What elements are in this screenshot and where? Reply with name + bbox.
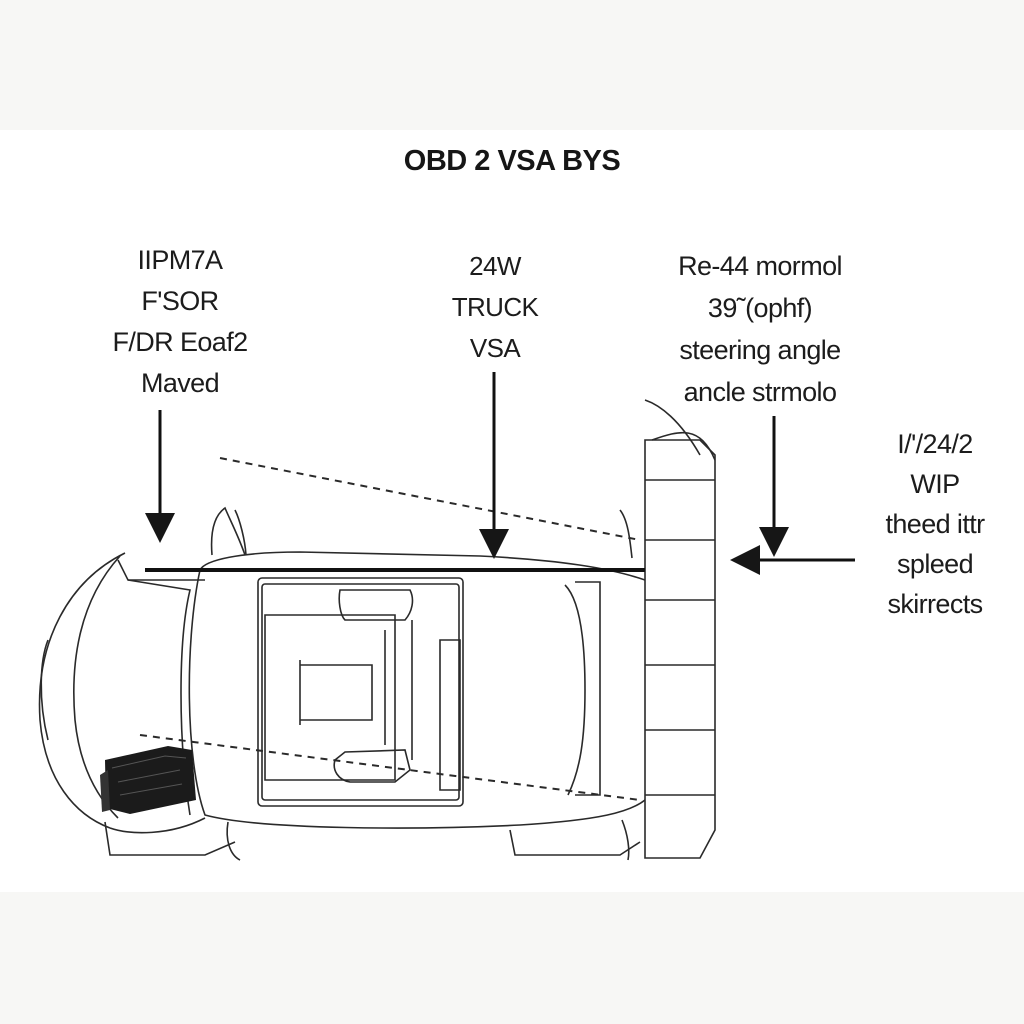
label-far-right: I/'/24/2 WIP theed ittr spleed skirrects <box>850 424 1020 624</box>
label-middle-line: VSA <box>469 333 521 363</box>
label-right: Re-44 mormol 39˜(ophf) steering angle an… <box>640 245 880 413</box>
label-far-right-line: theed ittr <box>885 509 985 539</box>
label-right-line: Re-44 mormol <box>678 251 842 281</box>
obd-port-icon <box>100 746 196 814</box>
label-far-right-line: spleed <box>897 549 974 579</box>
label-far-right-line: skirrects <box>887 589 983 619</box>
label-left-line: F'SOR <box>141 286 219 316</box>
label-right-line: ancle strmolo <box>683 377 837 407</box>
diagram-title: OBD 2 VSA BYS <box>403 145 621 177</box>
label-middle-line: TRUCK <box>451 292 539 322</box>
bottom-band <box>0 892 1024 1024</box>
label-left-line: Maved <box>140 368 220 398</box>
label-left-line: IIPM7A <box>137 245 224 275</box>
label-far-right-line: WIP <box>910 469 960 499</box>
top-band <box>0 0 1024 130</box>
label-left: IIPM7A F'SOR F/DR Eoaf2 Maved <box>80 240 280 404</box>
pointer-arrows <box>145 372 855 575</box>
label-far-right-line: I/'/24/2 <box>897 429 973 459</box>
sensor-dashed-lines <box>139 457 641 801</box>
label-right-line: steering angle <box>679 335 841 365</box>
label-middle-line: 24W <box>469 251 521 281</box>
label-middle: 24W TRUCK VSA <box>400 246 590 369</box>
label-left-line: F/DR Eoaf2 <box>112 327 248 357</box>
label-right-line: 39˜(ophf) <box>707 293 813 323</box>
